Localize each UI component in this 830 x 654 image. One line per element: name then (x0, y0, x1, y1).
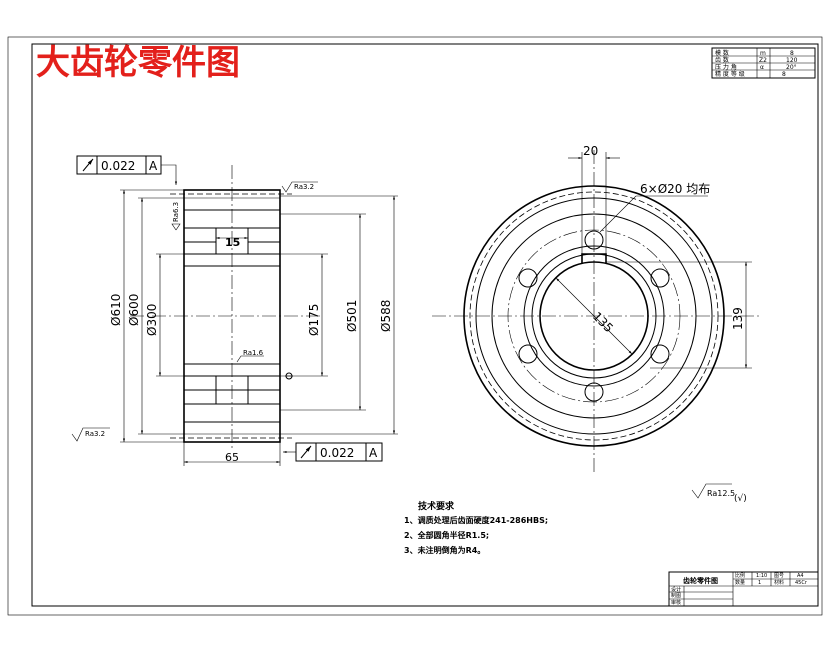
param-label-1: 齿 数 (715, 56, 729, 64)
svg-text:(√): (√) (734, 493, 747, 504)
roughness-bottom-left: Ra3.2 (71, 427, 110, 442)
roughness-general: Ra12.5 (√) (691, 483, 747, 504)
notes-item-2: 2、全部圆角半径R1.5; (404, 530, 489, 540)
outer-border (7, 36, 823, 616)
dim-d501: Ø501 (345, 300, 359, 332)
svg-text:设计: 设计 (671, 586, 681, 593)
svg-text:制图: 制图 (671, 592, 681, 599)
page-title: 大齿轮零件图 (36, 43, 240, 83)
dim-holes: 6×Ø20 均布 (640, 182, 710, 196)
param-symbol-0: m (760, 50, 766, 57)
section-view: Ø610 Ø600 Ø300 Ø175 Ø501 Ø588 65 15 (109, 165, 398, 466)
dim-keyway-depth: 139 (731, 307, 745, 330)
svg-text:45Cr: 45Cr (795, 580, 808, 586)
param-symbol-1: Z2 (759, 57, 767, 64)
svg-text:A4: A4 (797, 573, 804, 579)
front-view: 20 6×Ø20 均布 135 139 (432, 144, 760, 474)
dim-d175: Ø175 (307, 304, 321, 336)
svg-text:Ra1.6: Ra1.6 (243, 349, 264, 357)
svg-text:数量: 数量 (735, 579, 745, 586)
tol-top-datum: A (149, 159, 158, 173)
dim-d300: Ø300 (145, 304, 159, 336)
svg-text:材料: 材料 (774, 579, 784, 586)
roughness-bore-inner: Ra1.6 (236, 349, 264, 363)
tolerance-frame-top: 0.022 A (76, 155, 178, 185)
notes-item-1: 1、调质处理后齿面硬度241-286HBS; (404, 515, 548, 525)
svg-text:图号: 图号 (774, 573, 784, 579)
svg-text:比例: 比例 (735, 572, 745, 579)
notes-item-3: 3、未注明倒角为R4。 (404, 545, 485, 555)
svg-text:Ra3.2: Ra3.2 (85, 430, 105, 438)
svg-text:Ra12.5: Ra12.5 (707, 489, 735, 498)
notes-heading: 技术要求 (418, 500, 455, 512)
param-symbol-2: α (760, 64, 764, 71)
dim-d610: Ø610 (109, 294, 123, 326)
gear-params-table: 模 数 m 8 齿 数 Z2 120 压 力 角 α 20° 精 度 等 级 8 (711, 47, 816, 79)
param-label-0: 模 数 (715, 49, 729, 57)
param-value-0: 8 (790, 50, 794, 57)
dim-d600: Ø600 (127, 294, 141, 326)
param-value-3: 8 (782, 71, 786, 78)
tolerance-frame-bottom: 0.022 A (283, 442, 383, 462)
param-value-1: 120 (786, 57, 798, 64)
dim-hub: 15 (225, 236, 240, 249)
svg-text:1:10: 1:10 (756, 573, 767, 579)
svg-text:Ra3.2: Ra3.2 (294, 183, 314, 191)
param-label-2: 压 力 角 (715, 63, 737, 71)
title-block-name: 齿轮零件图 (683, 576, 718, 585)
svg-text:1: 1 (758, 580, 761, 586)
tol-bottom-value: 0.022 (320, 446, 354, 460)
tol-bottom-datum: A (369, 446, 378, 460)
technical-notes: 技术要求 1、调质处理后齿面硬度241-286HBS; 2、全部圆角半径R1.5… (404, 500, 548, 555)
inner-border (31, 43, 819, 607)
tol-top-value: 0.022 (101, 159, 135, 173)
param-label-3: 精 度 等 级 (715, 70, 745, 78)
roughness-top-face: Ra3.2 (281, 181, 318, 193)
svg-text:Ra6.3: Ra6.3 (172, 202, 180, 222)
roughness-left-bore: Ra6.3 (171, 202, 181, 231)
dim-width: 65 (225, 451, 239, 464)
title-block: 齿轮零件图 比例 1:10 图号 A4 数量 1 材料 45Cr 设计 制图 审… (668, 571, 819, 607)
dim-keyway-width: 20 (583, 144, 598, 158)
param-value-2: 20° (786, 64, 797, 71)
dim-d588: Ø588 (379, 300, 393, 332)
svg-text:审核: 审核 (671, 599, 681, 606)
